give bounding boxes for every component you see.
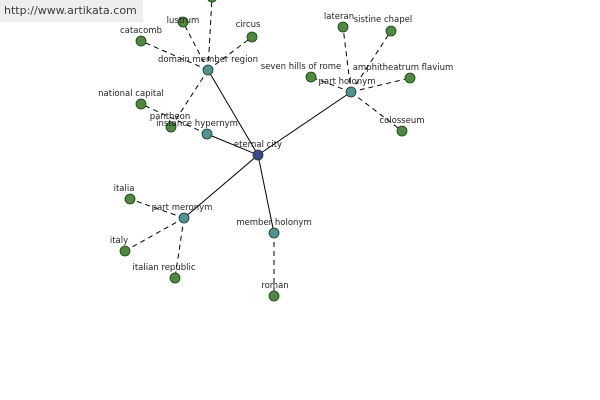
edges [124, 0, 411, 296]
node-italian-republic[interactable] [169, 272, 181, 284]
labels: eternal city domain member region instance… [98, 12, 453, 291]
label-part-meronym: part meronym [152, 203, 213, 213]
source-link[interactable]: http://www.artikata.com [0, 0, 143, 22]
node-italy[interactable] [119, 245, 131, 257]
edge-lustrum [182, 21, 209, 71]
label-roman: roman [261, 281, 288, 291]
label-national-capital: national capital [98, 89, 164, 99]
edge-catacomb [140, 40, 209, 71]
node-national-capital[interactable] [135, 98, 147, 110]
edge-lateran [342, 26, 352, 93]
nodes [119, 0, 416, 302]
edge-part-meronym [183, 154, 259, 219]
label-italia: italia [114, 184, 135, 194]
node-domain-member-region[interactable] [202, 64, 214, 76]
node-circus[interactable] [246, 31, 258, 43]
label-catacomb: catacomb [120, 26, 162, 36]
label-eternal-city: eternal city [234, 140, 282, 150]
node-italia[interactable] [124, 193, 136, 205]
node-instance-hypernym[interactable] [201, 128, 213, 140]
label-italian-republic: italian republic [132, 263, 195, 273]
label-member-holonym: member holonym [236, 218, 311, 228]
label-lateran: lateran [324, 12, 354, 22]
node-lustrum[interactable] [177, 16, 189, 28]
label-seven-hills-of-rome: seven hills of rome [261, 62, 342, 72]
node-sistine-chapel[interactable] [385, 25, 397, 37]
label-pantheon: pantheon [150, 112, 191, 122]
label-lustrum: lustrum [167, 16, 200, 26]
node-eternal-city[interactable] [252, 149, 264, 161]
edge-colosseum [350, 91, 403, 132]
node-lateran[interactable] [337, 21, 349, 33]
edge-part-holonym [257, 91, 352, 156]
edge-amphitheatrum-flavium [350, 77, 411, 93]
label-circus: circus [236, 20, 261, 30]
edge-italy [124, 217, 185, 252]
edge-domain-member-region [207, 69, 259, 156]
edge-member-holonym [257, 154, 275, 234]
edge-italian-republic [174, 217, 185, 279]
label-sistine-chapel: sistine chapel [354, 15, 413, 25]
node-part-holonym[interactable] [345, 86, 357, 98]
node-catacomb[interactable] [135, 35, 147, 47]
label-instance-hypernym: instance hypernym [156, 119, 238, 129]
edge-offscreen-term [207, 0, 213, 71]
node-offscreen-term[interactable] [207, 0, 217, 3]
edge-pantheon [170, 69, 209, 128]
node-seven-hills-of-rome[interactable] [305, 71, 317, 83]
edge-circus [207, 36, 253, 71]
node-amphitheatrum-flavium[interactable] [404, 72, 416, 84]
label-colosseum: colosseum [379, 116, 424, 126]
node-member-holonym[interactable] [268, 227, 280, 239]
edge-national-capital [140, 103, 208, 135]
node-colosseum[interactable] [396, 125, 408, 137]
node-part-meronym[interactable] [178, 212, 190, 224]
node-pantheon[interactable] [165, 121, 177, 133]
label-amphitheatrum-flavium: amphitheatrum flavium [353, 63, 454, 73]
edge-italia [129, 198, 185, 219]
edge-instance-hypernym [206, 133, 259, 156]
edge-sistine-chapel [350, 30, 392, 93]
edge-seven-hills-of-rome [310, 76, 352, 93]
label-domain-member-region: domain member region [158, 55, 258, 65]
label-italy: italy [110, 236, 128, 246]
node-roman[interactable] [268, 290, 280, 302]
label-part-holonym: part holonym [319, 77, 376, 87]
